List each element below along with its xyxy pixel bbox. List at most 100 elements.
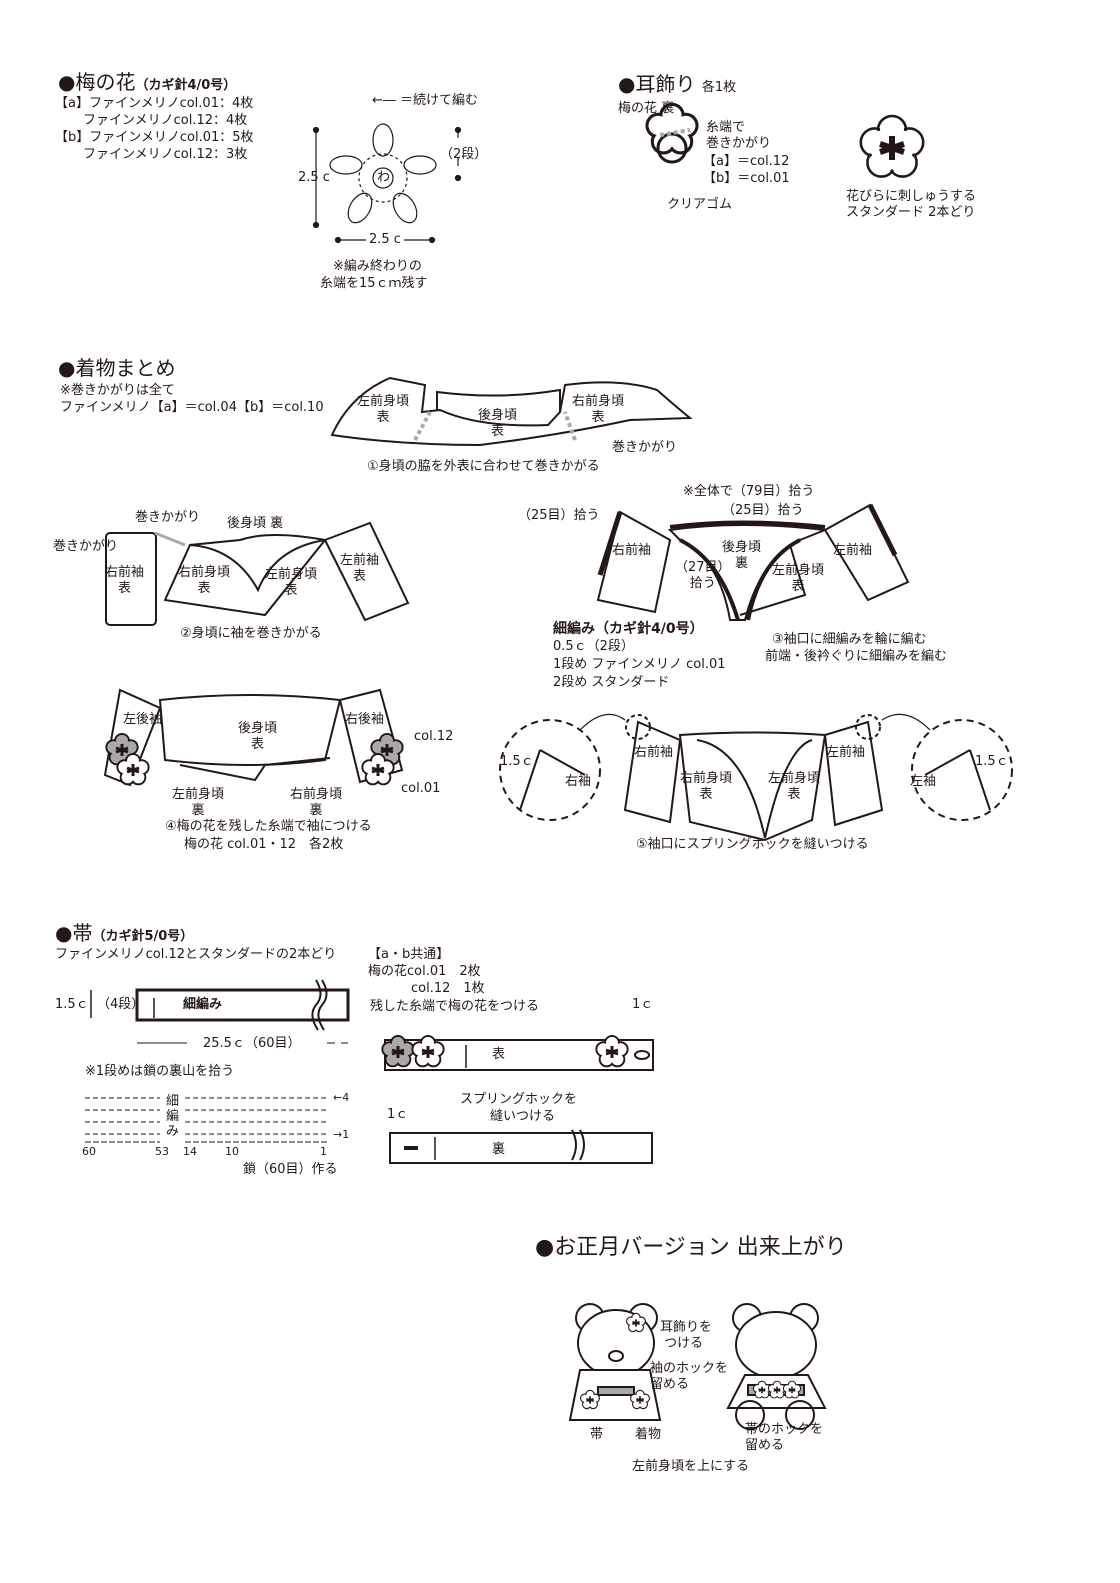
obi-attach: 残した糸端で梅の花をつける xyxy=(370,999,540,1014)
flower-rows: （2段） xyxy=(440,147,488,162)
obi-flowers: col.12 1枚 xyxy=(411,981,485,996)
label-left-sleeve: 左前袖 xyxy=(833,543,873,558)
step4-caption: 梅の花 col.01・12 各2枚 xyxy=(184,837,344,852)
material-line: 【b】ファインメリノcol.01：5枚 xyxy=(55,130,254,145)
label-left-front: 左前身頃裏 xyxy=(172,787,225,818)
flower-note: 糸端を15ｃｍ残す xyxy=(320,276,428,291)
label-right-sleeve: 右前袖 xyxy=(634,745,674,760)
flower-note: ※編み終わりの xyxy=(333,259,422,274)
step1-caption: ①身頃の脇を外表に合わせて巻きかがる xyxy=(367,459,600,474)
plum-flower-hook: （カギ針4/0号） xyxy=(135,78,237,93)
flower-width: 2.5 c xyxy=(369,232,401,247)
chain-label: 鎖（60目）作る xyxy=(243,1162,338,1177)
ear-wrap: 巻きかがり xyxy=(706,136,772,151)
label-right-front: 右前身頃裏 xyxy=(290,787,343,818)
label-right-sleeve-detail: 右袖 xyxy=(565,774,592,789)
obi-title: ●帯 xyxy=(55,921,93,945)
kimono-step3-drawing xyxy=(596,503,910,621)
ear-wrap: 【a】＝col.12 xyxy=(703,154,790,169)
obi-yarn: ファインメリノcol.12とスタンダードの2本どり xyxy=(55,947,337,962)
label-left-sleeve: 左前袖表 xyxy=(340,553,380,584)
obi-hook-sew: 縫いつける xyxy=(490,1109,556,1124)
obi-hook-sew: スプリングホックを xyxy=(460,1092,578,1107)
stitch-number: 1 xyxy=(320,1145,327,1158)
ear-title: ●耳飾り xyxy=(618,72,696,96)
kimono-step4-drawing xyxy=(103,688,403,787)
obi-stitch: 細編み xyxy=(183,997,223,1012)
ear-ornament-drawing xyxy=(645,102,926,179)
flower-height: 2.5 c xyxy=(298,170,330,185)
label-right-sleeve: 右前袖 xyxy=(612,543,652,558)
kimono-step2-drawing xyxy=(105,521,410,626)
stitch-number: 60 xyxy=(82,1145,96,1158)
finished-note: 左前身頃を上にする xyxy=(632,1459,750,1474)
step3-caption: 前端・後衿ぐりに細編みを編む xyxy=(765,649,948,664)
label-back: 後身頃 裏 xyxy=(227,516,284,531)
total-pick: ※全体で（79目）拾う xyxy=(683,484,815,499)
step5-caption: ⑤袖口にスプリングホックを縫いつける xyxy=(636,837,869,852)
sc-title: 細編み（カギ針4/0号） xyxy=(553,621,704,637)
step3-caption: ③袖口に細編みを輪に編む xyxy=(772,632,927,647)
obi-label: 帯 xyxy=(590,1427,604,1442)
ear-wrap: 糸端で xyxy=(706,120,746,135)
label-right-back-sleeve: 右後袖 xyxy=(345,712,385,727)
label-left-front: 左前身頃表 xyxy=(357,394,410,425)
obi-flowers: 梅の花col.01 2枚 xyxy=(368,964,481,979)
obi-common: 【a・b共通】 xyxy=(368,947,450,962)
label-back: 後身頃裏 xyxy=(722,540,762,571)
label-whip: 巻きかがり xyxy=(612,440,678,455)
label-back: 後身頃表 xyxy=(478,408,518,439)
ear-wrap: 【b】＝col.01 xyxy=(703,171,790,186)
chart-stitch-label: 細編み xyxy=(166,1094,180,1139)
sleeve-hook-label: 袖のホックを留める xyxy=(650,1361,729,1392)
ear-back-label: 梅の花 裏 xyxy=(618,101,675,116)
label-col01: col.01 xyxy=(401,781,441,796)
kimono-step1-drawing xyxy=(330,376,693,447)
obi-hook-label: 帯のホックを留める xyxy=(745,1422,824,1453)
row-4-marker: ←4 xyxy=(333,1091,350,1104)
label-back: 後身頃表 xyxy=(238,721,278,752)
plum-flower-heading: ●梅の花（カギ針4/0号） xyxy=(58,70,236,98)
obi-stitch-chart xyxy=(85,1097,328,1143)
label-left-front: 左前身頃表 xyxy=(768,771,821,802)
obi-heading: ●帯（カギ針5/0号） xyxy=(55,921,193,949)
front-pick: （27目）拾う xyxy=(675,560,731,591)
obi-dim-1c-back: 1ｃ xyxy=(387,1107,409,1122)
dim-left: 1.5ｃ xyxy=(500,754,534,769)
ear-elastic: クリアゴム xyxy=(667,197,733,212)
obi-front-label: 表 xyxy=(492,1047,506,1062)
row-1-marker: →1 xyxy=(333,1128,350,1141)
label-right-front: 右前身頃表 xyxy=(680,771,733,802)
obi-length: 25.5ｃ（60目） xyxy=(200,1036,304,1052)
label-left-back-sleeve: 左後袖 xyxy=(123,712,163,727)
material-line: ファインメリノcol.12：4枚 xyxy=(83,113,248,128)
step4-caption: ④梅の花を残した糸端で袖につける xyxy=(165,819,372,834)
label-left-sleeve-detail: 左袖 xyxy=(910,774,937,789)
sc-line: 0.5ｃ（2段） xyxy=(553,639,634,654)
stitch-number: 53 xyxy=(155,1145,169,1158)
ear-embroidery: スタンダード 2本どり xyxy=(846,205,976,220)
sc-line: 2段め スタンダード xyxy=(553,675,670,690)
obi-height: 1.5ｃ xyxy=(55,997,89,1012)
label-left-front: 左前身頃表 xyxy=(265,567,318,598)
finished-heading: ●お正月バージョン 出来上がり xyxy=(535,1235,847,1260)
plum-flower-title: ●梅の花 xyxy=(58,70,136,94)
kimono-label: 着物 xyxy=(635,1427,662,1442)
obi-finished-drawing xyxy=(382,1036,654,1164)
label-whip: 巻きかがり xyxy=(135,510,201,525)
step2-caption: ②身頃に袖を巻きかがる xyxy=(180,626,322,641)
ear-attach-label: 耳飾りを つける xyxy=(660,1320,713,1351)
kimono-note: ファインメリノ【a】＝col.04【b】＝col.10 xyxy=(60,400,324,415)
obi-dim-1c: 1ｃ xyxy=(632,997,654,1012)
magic-ring-label: わ xyxy=(377,170,391,185)
chart-legend: ←― ＝続けて編む xyxy=(372,93,479,108)
kimono-heading: ●着物まとめ xyxy=(58,356,176,380)
label-right-front: 右前身頃表 xyxy=(572,394,625,425)
ear-count: 各1枚 xyxy=(701,80,737,95)
material-line: ファインメリノcol.12：3枚 xyxy=(83,147,248,162)
ear-embroidery: 花びらに刺しゅうする xyxy=(846,189,977,204)
label-whip: 巻きかがり xyxy=(53,539,119,554)
stitch-number: 10 xyxy=(225,1145,239,1158)
finished-bear-front xyxy=(568,1303,662,1421)
